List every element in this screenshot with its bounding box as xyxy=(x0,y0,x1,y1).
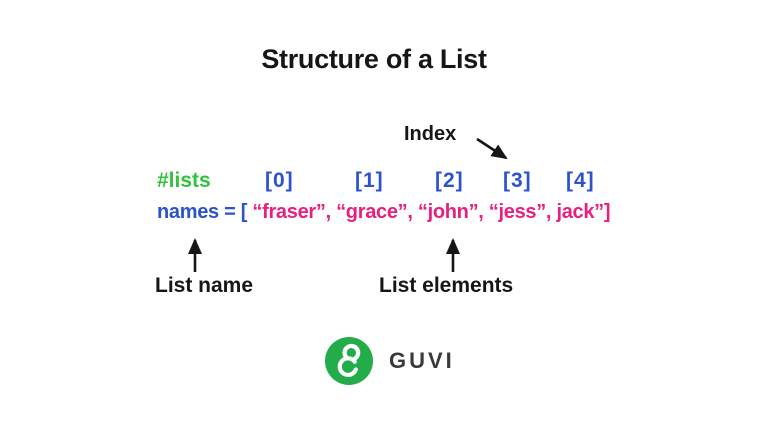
code-line: names = [ “fraser”, “grace”, “john”, “je… xyxy=(157,201,611,224)
index-arrow xyxy=(476,137,508,160)
index-token-4: [4] xyxy=(566,169,595,192)
list-declaration: names = [ xyxy=(157,201,248,223)
index-label: Index xyxy=(404,123,457,145)
index-token-3: [3] xyxy=(503,169,532,192)
guvi-g-icon xyxy=(325,337,373,385)
list-elements-label: List elements xyxy=(379,274,514,297)
list-comment: #lists xyxy=(157,169,211,192)
page-title: Structure of a List xyxy=(261,44,487,74)
guvi-logo-text: GUVI xyxy=(389,348,455,373)
index-token-1: [1] xyxy=(355,169,384,192)
index-token-0: [0] xyxy=(265,169,294,192)
list-elements-text: “fraser”, “grace”, “john”, “jess”, jack”… xyxy=(252,201,611,223)
list-name-label: List name xyxy=(155,274,254,297)
index-token-2: [2] xyxy=(435,169,464,192)
guvi-logo xyxy=(325,337,373,385)
